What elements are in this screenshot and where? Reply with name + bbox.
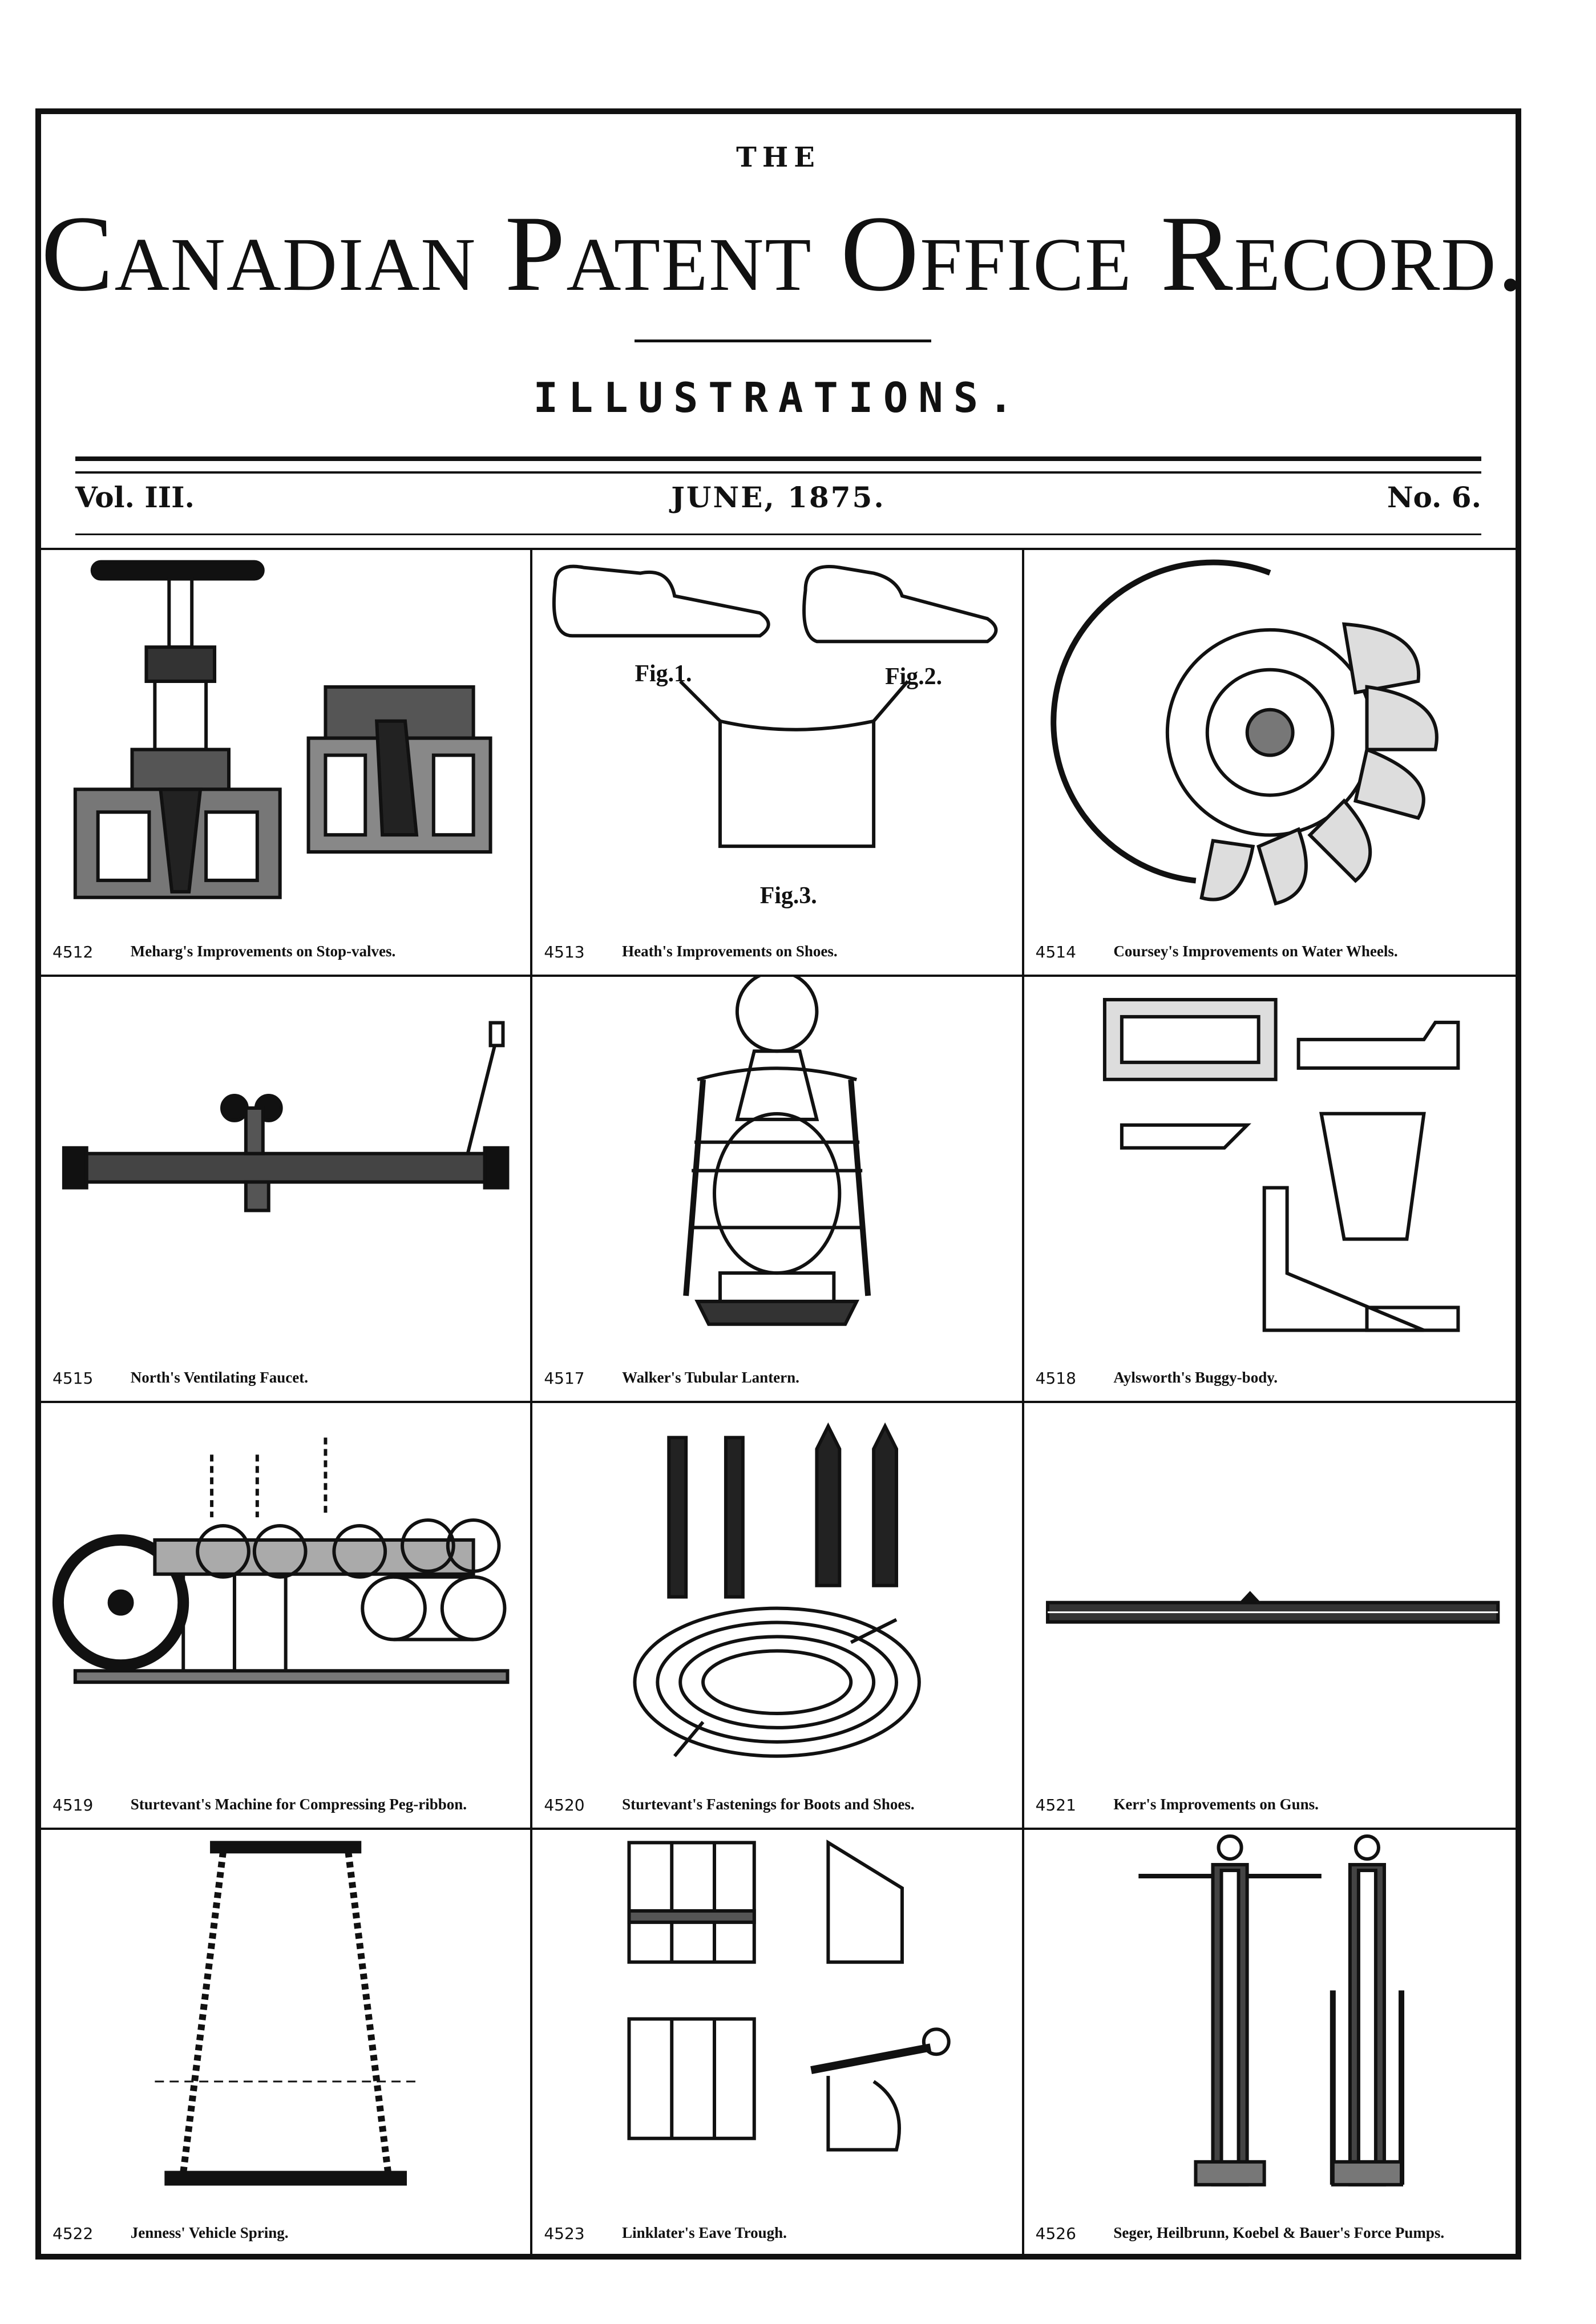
figure-title: Meharg's Improvements on Stop-valves. <box>130 942 396 960</box>
figure-cell-4522: 4522 Jenness' Vehicle Spring. <box>41 1829 533 2256</box>
issue-date: JUNE, 1875. <box>671 480 886 514</box>
patent-number: 4522 <box>52 2224 94 2243</box>
figure-cell-4520: 4520 Sturtevant's Fastenings for Boots a… <box>532 1403 1024 1830</box>
figure-caption: 4521 Kerr's Improvements on Guns. <box>1036 1795 1504 1815</box>
figure-cell-4526: 4526 Seger, Heilbrunn, Koebel & Bauer's … <box>1024 1830 1516 2257</box>
eave-trough-drawing <box>627 1839 951 2152</box>
figure-caption: 4518 Aylsworth's Buggy-body. <box>1036 1368 1504 1388</box>
figure-cell-4521: 4521 Kerr's Improvements on Guns. <box>1024 1403 1516 1830</box>
figure-cell-4523: 4523 Linklater's Eave Trough. <box>532 1829 1024 2256</box>
figure-title: North's Ventilating Faucet. <box>130 1369 309 1386</box>
dateline-rule <box>75 533 1481 535</box>
masthead-header: THE Canadian Patent Office Record. ILLUS… <box>41 114 1525 548</box>
header-the: THE <box>736 142 821 173</box>
patent-number: 4513 <box>544 942 585 961</box>
fastening-drawing <box>633 1422 922 1758</box>
patent-number: 4515 <box>52 1369 94 1388</box>
illustration-grid: 4512 Meharg's Improvements on Stop-valve… <box>41 548 1516 2256</box>
figure-title: Kerr's Improvements on Guns. <box>1113 1795 1319 1813</box>
figure-title: Sturtevant's Fastenings for Boots and Sh… <box>622 1795 915 1813</box>
patent-number: 4512 <box>52 942 94 961</box>
fig-label-1: Fig.1. <box>635 661 692 687</box>
shoe-drawing: Fig.1. Fig.2. Fig.3. <box>552 564 998 909</box>
patent-number: 4521 <box>1035 1795 1076 1814</box>
figure-cell-4518: 4518 Aylsworth's Buggy-body. <box>1024 977 1516 1403</box>
figure-title: Linklater's Eave Trough. <box>622 2224 787 2241</box>
figure-cell-4515: 4515 North's Ventilating Faucet. <box>41 976 533 1403</box>
figure-cell-4514: 4514 Coursey's Improvements on Water Whe… <box>1024 550 1516 977</box>
buggy-body-drawing <box>1102 997 1460 1332</box>
double-rule <box>75 456 1481 474</box>
water-wheel-drawing <box>1050 559 1439 906</box>
figure-cell-4519: 4519 Sturtevant's Machine for Compressin… <box>41 1403 533 1830</box>
figure-cell-4517: 4517 Walker's Tubular Lantern. <box>532 976 1024 1403</box>
volume-label: Vol. III. <box>75 480 195 514</box>
figure-caption: 4515 North's Ventilating Faucet. <box>52 1368 519 1388</box>
figure-caption: 4512 Meharg's Improvements on Stop-valve… <box>52 942 519 962</box>
fig-label-3: Fig.3. <box>760 883 817 909</box>
faucet-drawing <box>62 1020 510 1212</box>
figure-cell-4513: Fig.1. Fig.2. Fig.3. 4513 Heath's Improv… <box>532 550 1024 977</box>
figure-caption: 4523 Linklater's Eave Trough. <box>544 2224 1010 2244</box>
page-frame: THE Canadian Patent Office Record. ILLUS… <box>35 108 1525 2260</box>
figure-title: Seger, Heilbrunn, Koebel & Bauer's Force… <box>1113 2224 1445 2241</box>
figure-title: Sturtevant's Machine for Compressing Peg… <box>130 1795 467 1813</box>
stop-valve-drawing <box>73 560 492 899</box>
gun-barrel-drawing <box>1045 1591 1500 1624</box>
figure-title: Aylsworth's Buggy-body. <box>1113 1369 1278 1386</box>
figure-caption: 4513 Heath's Improvements on Shoes. <box>544 942 1010 962</box>
figure-cell-4512: 4512 Meharg's Improvements on Stop-valve… <box>41 550 533 977</box>
figure-caption: 4522 Jenness' Vehicle Spring. <box>52 2224 519 2244</box>
patent-number: 4520 <box>544 1795 585 1814</box>
lantern-drawing <box>683 976 871 1326</box>
figure-title: Coursey's Improvements on Water Wheels. <box>1113 942 1398 960</box>
figure-caption: 4517 Walker's Tubular Lantern. <box>544 1368 1010 1388</box>
figure-caption: 4526 Seger, Heilbrunn, Koebel & Bauer's … <box>1036 2224 1504 2244</box>
spring-drawing <box>155 1840 417 2185</box>
patent-number: 4518 <box>1035 1369 1076 1388</box>
figure-caption: 4519 Sturtevant's Machine for Compressin… <box>52 1795 519 1815</box>
title-rule <box>635 339 931 342</box>
machine-drawing <box>52 1437 510 1684</box>
patent-number: 4517 <box>544 1369 585 1388</box>
patent-number: 4523 <box>544 2224 585 2243</box>
fig-label-2: Fig.2. <box>885 664 942 690</box>
figure-title: Heath's Improvements on Shoes. <box>622 942 838 960</box>
publication-title: Canadian Patent Office Record. <box>41 194 1525 314</box>
patent-number: 4526 <box>1035 2224 1076 2243</box>
figure-title: Walker's Tubular Lantern. <box>622 1369 799 1386</box>
figure-caption: 4520 Sturtevant's Fastenings for Boots a… <box>544 1795 1010 1815</box>
dateline: Vol. III. JUNE, 1875. No. 6. <box>75 474 1481 519</box>
figure-caption: 4514 Coursey's Improvements on Water Whe… <box>1036 942 1504 962</box>
patent-number: 4514 <box>1035 942 1076 961</box>
issue-number: No. 6. <box>1387 480 1481 514</box>
section-title: ILLUSTRATIONS. <box>533 374 1024 422</box>
figure-title: Jenness' Vehicle Spring. <box>130 2224 289 2241</box>
patent-number: 4519 <box>52 1795 94 1814</box>
force-pump-drawing <box>1138 1834 1404 2186</box>
